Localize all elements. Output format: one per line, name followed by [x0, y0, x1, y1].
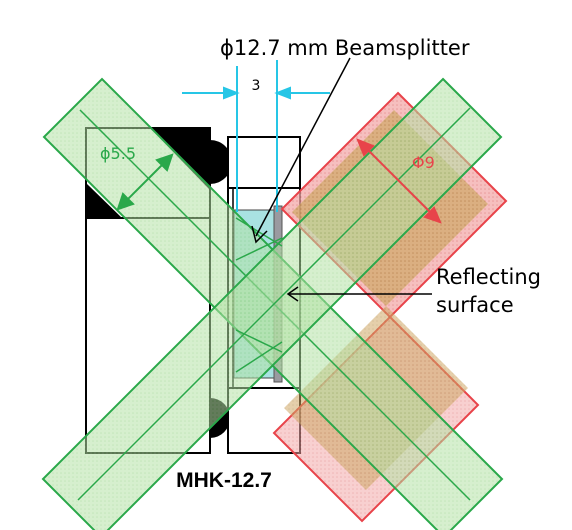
refracted-rays [235, 217, 283, 373]
green-beam-2 [41, 77, 503, 530]
model-label: MHK-12.7 [176, 469, 272, 492]
beamsplitter-label: ϕ12.7 mm Beamsplitter [220, 36, 470, 60]
red-diameter-arrow [356, 138, 442, 224]
beamsplitter-leader [251, 57, 351, 244]
reflecting-surface-leader [286, 286, 432, 302]
reflecting-surface-label-line1: Reflecting [436, 265, 541, 289]
red-diameter-label: Φ9 [412, 153, 435, 172]
green-diameter-label: ϕ5.5 [100, 144, 136, 163]
dimension-spacing [182, 60, 330, 212]
reflecting-surface-label-line2: surface [436, 293, 514, 317]
dimension-spacing-label: 3 [252, 78, 261, 94]
green-diameter-arrow [116, 153, 174, 211]
